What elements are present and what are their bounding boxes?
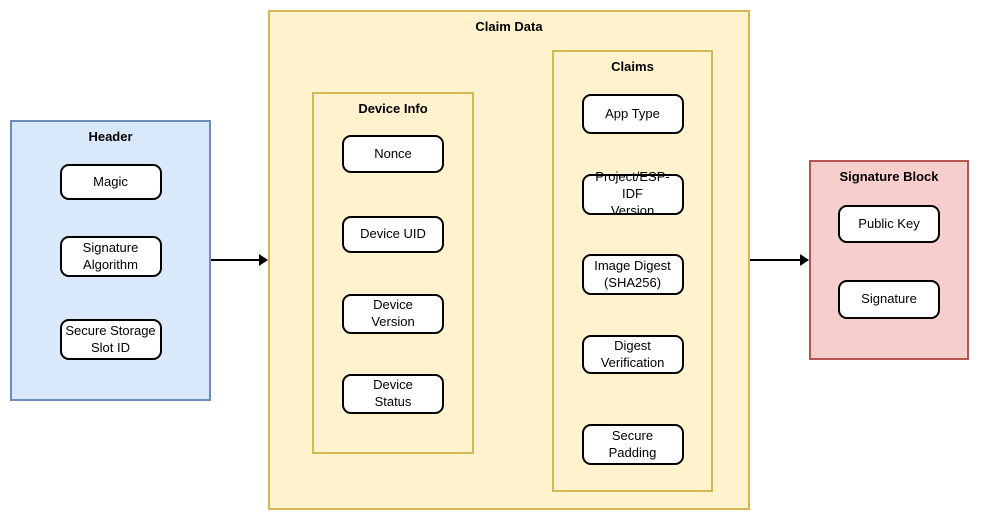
header-block-title: Header <box>88 129 133 144</box>
arrow-header-to-claim-line <box>211 259 260 261</box>
claims-title: Claims <box>611 59 654 74</box>
item-digest-verification: Digest Verification <box>581 335 684 374</box>
device-info-title: Device Info <box>358 101 428 116</box>
claims-block: Claims App Type Project/ESP-IDF Version … <box>552 50 713 492</box>
arrow-claim-to-signature-head-icon <box>800 254 809 266</box>
item-nonce: Nonce <box>342 135 444 173</box>
item-device-uid: Device UID <box>342 216 444 253</box>
item-secure-storage-slot-id: Secure Storage Slot ID <box>59 319 162 360</box>
item-image-digest-sha256: Image Digest (SHA256) <box>581 254 684 295</box>
item-public-key: Public Key <box>838 205 940 243</box>
item-signature: Signature <box>838 280 940 319</box>
item-device-status: Device Status <box>342 374 444 414</box>
signature-block: Signature Block Public Key Signature <box>809 160 969 360</box>
arrow-header-to-claim-head-icon <box>259 254 268 266</box>
item-secure-padding: Secure Padding <box>581 424 684 465</box>
signature-block-title: Signature Block <box>839 169 939 184</box>
item-app-type: App Type <box>581 94 684 134</box>
item-magic: Magic <box>59 164 162 200</box>
device-info-block: Device Info Nonce Device UID Device Vers… <box>312 92 474 454</box>
header-block: Header Magic Signature Algorithm Secure … <box>10 120 211 401</box>
claim-data-block: Claim Data Device Info Nonce Device UID … <box>268 10 750 510</box>
claim-data-title: Claim Data <box>475 19 543 34</box>
item-signature-algorithm: Signature Algorithm <box>59 236 162 277</box>
item-device-version: Device Version <box>342 294 444 334</box>
item-project-esp-idf-version: Project/ESP-IDF Version <box>581 169 684 218</box>
arrow-claim-to-signature-line <box>750 259 800 261</box>
